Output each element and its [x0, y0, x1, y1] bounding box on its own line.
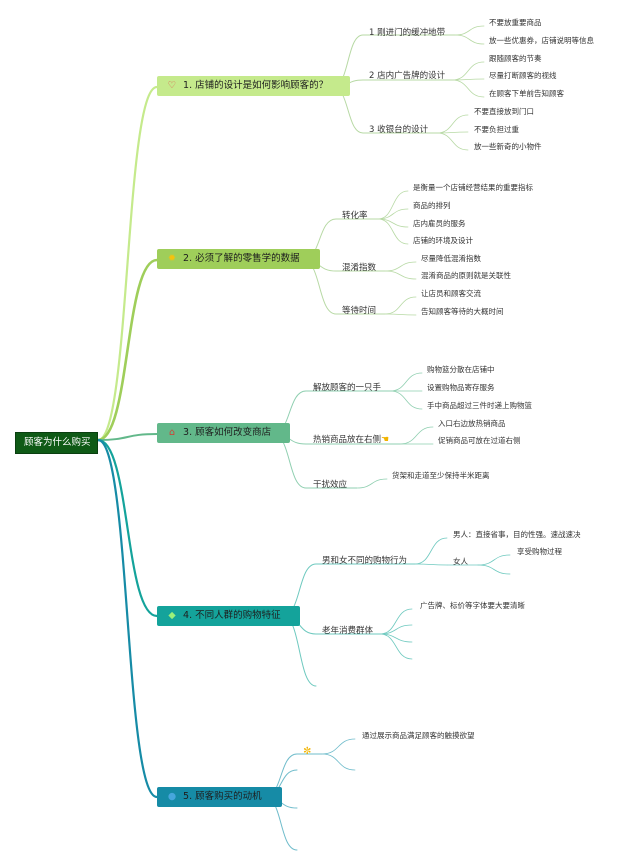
edge-4-2-4	[379, 633, 413, 660]
heart-icon: ♡	[167, 80, 177, 91]
leaf-1-2-2[interactable]: 尽量打断顾客的视线	[489, 71, 557, 80]
edge-2-1-1	[377, 190, 409, 220]
leaf-2-1-3[interactable]: 店内雇员的服务	[413, 219, 466, 228]
branch-store-design[interactable]: ♡ 1. 店铺的设计是如何影响顾客的？	[157, 76, 350, 96]
edge-root-branch-1	[96, 85, 159, 442]
edge-2-1-4	[377, 218, 409, 245]
leaf-2-1-1[interactable]: 是衡量一个店铺经营结果的重要指标	[413, 183, 533, 192]
edge-1-2-1	[451, 61, 485, 81]
house-icon: ⌂	[168, 427, 176, 438]
topic-bestsellers-right[interactable]: 热销商品放在右侧☚	[313, 435, 390, 445]
leaf-1-1-2[interactable]: 放一些优惠券，店铺说明等信息	[489, 36, 594, 45]
edge-5-1-2	[321, 753, 356, 771]
topic-gender-behavior[interactable]: 男和女不同的购物行为	[322, 556, 408, 566]
edge-4-2-2	[379, 624, 413, 635]
branch-purchase-motivation[interactable]: ● 5. 顾客购买的动机	[157, 787, 282, 807]
lightbulb-icon: ✹	[168, 253, 176, 264]
edge-5-1-1	[321, 738, 356, 755]
clapping-hands-icon: ✼	[303, 746, 312, 757]
leaf-3-1-2[interactable]: 设置购物品寄存服务	[427, 383, 495, 392]
edge-4-1-2-2	[477, 564, 511, 575]
topic-checkout-design[interactable]: 3 收银台的设计	[369, 125, 429, 135]
edge-2-1-3	[377, 218, 409, 228]
topic-conversion-rate[interactable]: 转化率	[342, 211, 368, 221]
leaf-4-1-1[interactable]: 男人：直接省事，目的性强。速战速决	[453, 530, 581, 539]
topic-wait-time[interactable]: 等待时间	[342, 306, 377, 316]
branch-customer-change[interactable]: ⌂ 3. 顾客如何改变商店	[157, 423, 290, 443]
leaf-2-3-2[interactable]: 告知顾客等待的大概时间	[421, 307, 504, 316]
leaf-4-1-2-1[interactable]: 享受购物过程	[517, 547, 562, 556]
leaf-3-2-2[interactable]: 促销商品可放在过道右侧	[438, 436, 521, 445]
leaf-3-3-1[interactable]: 货架和走道至少保持半米距离	[392, 471, 490, 480]
edge-root-branch-2	[96, 258, 159, 442]
root-topic[interactable]: 顾客为什么购买	[15, 432, 98, 454]
edge-1-3-1	[436, 114, 469, 134]
branch-label: 3. 顾客如何改变商店	[183, 427, 272, 438]
leaf-2-1-2[interactable]: 商品的排列	[413, 201, 451, 210]
edge-4-1-2-1	[477, 554, 511, 566]
edge-4-2-3	[379, 633, 413, 643]
edge-2-3-2	[384, 313, 417, 316]
edge-4-1-1	[414, 537, 448, 565]
edge-4-1-2	[414, 563, 448, 566]
leaf-2-3-1[interactable]: 让店员和顾客交流	[421, 289, 481, 298]
leaf-3-1-3[interactable]: 手中商品超过三件时递上购物篮	[427, 401, 532, 410]
leaf-1-3-3[interactable]: 放一些新奇的小物件	[474, 142, 542, 151]
branch-label: 2. 必须了解的零售学的数据	[183, 253, 300, 264]
edge-1-1-1	[454, 25, 485, 36]
leaf-1-3-2[interactable]: 不要负担过重	[474, 125, 519, 134]
edge-3-1-1	[389, 372, 423, 392]
edge-3-1-3	[389, 390, 423, 410]
topic-elderly-shoppers[interactable]: 老年消费群体	[322, 626, 374, 636]
topic-signboard-design[interactable]: 2 店内广告牌的设计	[369, 71, 446, 81]
root-topic-label: 顾客为什么购买	[24, 437, 91, 448]
leaf-4-1-2[interactable]: 女人	[453, 557, 468, 566]
leaf-3-1-1[interactable]: 购物篮分散在店铺中	[427, 365, 495, 374]
leaf-2-1-4[interactable]: 店铺的环境及设计	[413, 236, 473, 245]
edge-root-branch-5	[96, 438, 159, 799]
branch-shopper-groups[interactable]: ◆ 4. 不同人群的购物特征	[157, 606, 300, 626]
topic-free-hand[interactable]: 解放顾客的一只手	[313, 383, 382, 393]
leaf-3-2-1[interactable]: 入口右边放热销商品	[438, 419, 506, 428]
topic-confusion-index[interactable]: 混淆指数	[342, 263, 377, 273]
leaf-4-2-1[interactable]: 广告牌、标价等字体要大要清晰	[420, 601, 525, 610]
edge-3-3-1	[356, 478, 388, 489]
leaf-1-1-1[interactable]: 不要放重要商品	[489, 18, 542, 27]
edge-1-1-2	[454, 34, 485, 45]
globe-icon: ●	[167, 791, 177, 802]
edge-2-1-2	[377, 208, 409, 220]
edge-root-branch-3	[97, 433, 158, 441]
pointing-hand-icon: ☚	[381, 435, 390, 445]
leaf-2-2-2[interactable]: 混淆商品的原则就是关联性	[421, 271, 511, 280]
edge-1-3-3	[436, 132, 469, 151]
leaf-1-2-3[interactable]: 在顾客下单前告知顾客	[489, 89, 564, 98]
leaf-2-2-1[interactable]: 尽量降低混淆指数	[421, 254, 481, 263]
topic-interference-effect[interactable]: 干扰效应	[313, 480, 348, 490]
edge-4-3	[282, 615, 317, 687]
branch-label: 5. 顾客购买的动机	[183, 791, 262, 802]
edge-4-2-1	[379, 608, 413, 635]
leaf-5-1-1[interactable]: 通过展示商品满足顾客的触摸欲望	[362, 731, 475, 740]
edge-root-branch-4	[96, 438, 159, 618]
topic-entrance-buffer[interactable]: 1 刚进门的缓冲地带	[369, 28, 446, 38]
edge-2-2-1	[384, 261, 417, 272]
leaf-1-2-1[interactable]: 跟随顾客的节奏	[489, 54, 542, 63]
edge-3-2-1	[399, 426, 434, 445]
branch-label: 1. 店铺的设计是如何影响顾客的？	[183, 80, 329, 91]
edge-1-2-3	[451, 79, 485, 98]
branch-retail-data[interactable]: ✹ 2. 必须了解的零售学的数据	[157, 249, 320, 269]
topic-touch-motivation[interactable]: ✼	[303, 747, 311, 757]
branch-label: 4. 不同人群的购物特征	[183, 610, 281, 621]
leaf-1-3-1[interactable]: 不要直接放到门口	[474, 107, 534, 116]
edge-2-3-1	[384, 296, 417, 315]
gem-icon: ◆	[168, 610, 176, 621]
edge-2-2-2	[384, 270, 417, 280]
